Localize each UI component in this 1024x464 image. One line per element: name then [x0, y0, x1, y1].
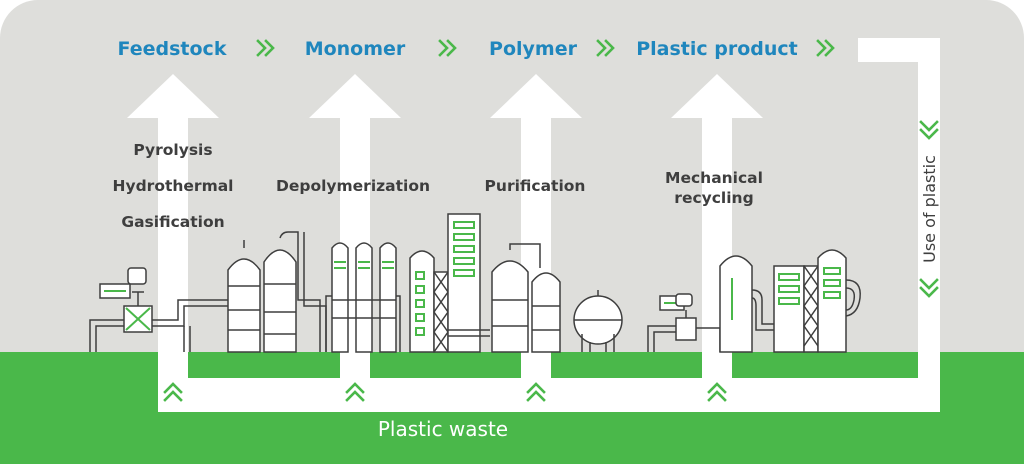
- plant-mechanical: [647, 249, 861, 353]
- process-label-purification: Purification: [485, 177, 586, 195]
- process-label-mechanical: Mechanical: [665, 169, 763, 187]
- stage-label-monomer: Monomer: [305, 38, 406, 60]
- double-chevron-right-icon: [438, 39, 457, 57]
- plant-depolymerization: [325, 242, 401, 353]
- double-chevron-up-icon: [345, 382, 365, 402]
- process-label-recycling: recycling: [674, 189, 753, 207]
- process-label-hydrothermal: Hydrothermal: [113, 177, 234, 195]
- plant-purification: [409, 213, 623, 353]
- process-label-gasification: Gasification: [121, 213, 224, 231]
- plastic-waste-label: Plastic waste: [378, 417, 508, 441]
- double-chevron-up-icon: [707, 382, 727, 402]
- stage-label-plastic-product: Plastic product: [636, 38, 798, 60]
- double-chevron-down-icon: [919, 120, 939, 140]
- stage-label-feedstock: Feedstock: [118, 38, 227, 60]
- process-label-depolymerization: Depolymerization: [276, 177, 430, 195]
- plant-thermochemical: [89, 231, 327, 353]
- double-chevron-right-icon: [596, 39, 615, 57]
- process-label-pyrolysis: Pyrolysis: [133, 141, 212, 159]
- stage-label-polymer: Polymer: [489, 38, 578, 60]
- use-of-plastic-label: Use of plastic: [920, 155, 939, 263]
- double-chevron-up-icon: [526, 382, 546, 402]
- double-chevron-right-icon: [256, 39, 275, 57]
- double-chevron-right-icon: [816, 39, 835, 57]
- double-chevron-down-icon: [919, 278, 939, 298]
- double-chevron-up-icon: [163, 382, 183, 402]
- arrow-feedstock: [127, 74, 219, 378]
